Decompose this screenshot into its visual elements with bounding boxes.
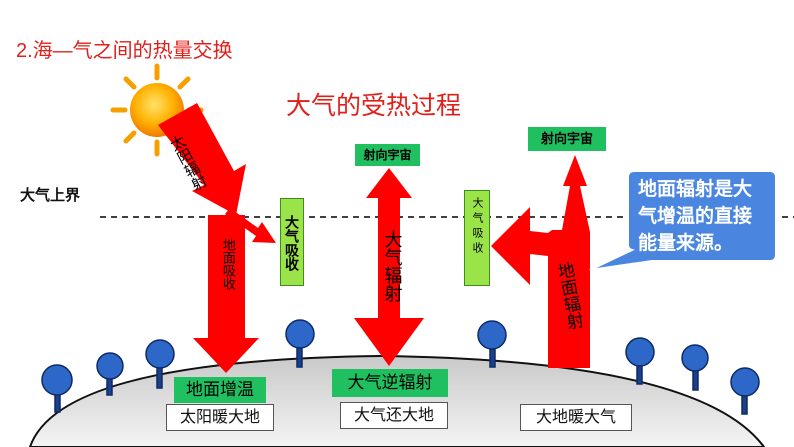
space-label-right: 射向宇宙	[528, 127, 606, 151]
callout-line: 气增温的直接	[638, 206, 753, 227]
callout-text: 地面辐射是大 气增温的直接 能量来源。	[638, 176, 752, 257]
ground-warms-atmosphere-label: 大地暖大气	[520, 404, 632, 431]
solar-radiation-arrow	[158, 103, 246, 215]
tree	[730, 367, 760, 415]
ground-radiation-arrow	[491, 155, 590, 368]
section-title: 2.海—气之间的热量交换	[16, 40, 233, 62]
tree	[625, 337, 655, 385]
atmosphere-absorb-right: 大气吸收	[464, 190, 490, 286]
atmosphere-radiation-label: 大气辐射	[382, 230, 403, 302]
atmosphere-top-label: 大气上界	[20, 187, 81, 204]
callout-line: 能量来源。	[638, 233, 734, 254]
tree	[96, 352, 124, 396]
atmosphere-returns-ground-label: 大气还大地	[340, 402, 448, 429]
main-title: 大气的受热过程	[286, 92, 462, 120]
ground-warming-label: 地面增温	[174, 377, 266, 403]
tree	[285, 319, 315, 368]
sun-warms-ground-label: 太阳暖大地	[166, 404, 274, 431]
atmosphere-absorb-left: 大气吸收	[280, 198, 304, 286]
counter-radiation-label: 大气逆辐射	[332, 369, 448, 397]
ground-absorb-arrow	[193, 215, 259, 373]
callout-line: 地面辐射是大	[638, 179, 753, 200]
atmosphere-radiation-arrow	[354, 168, 424, 366]
tree	[477, 320, 507, 368]
space-label-middle: 射向宇宙	[355, 144, 420, 166]
tree	[41, 364, 73, 413]
tree	[145, 339, 175, 389]
ground-absorb-label: 地面吸收	[220, 238, 236, 290]
tree	[681, 344, 709, 391]
trees	[41, 319, 760, 415]
